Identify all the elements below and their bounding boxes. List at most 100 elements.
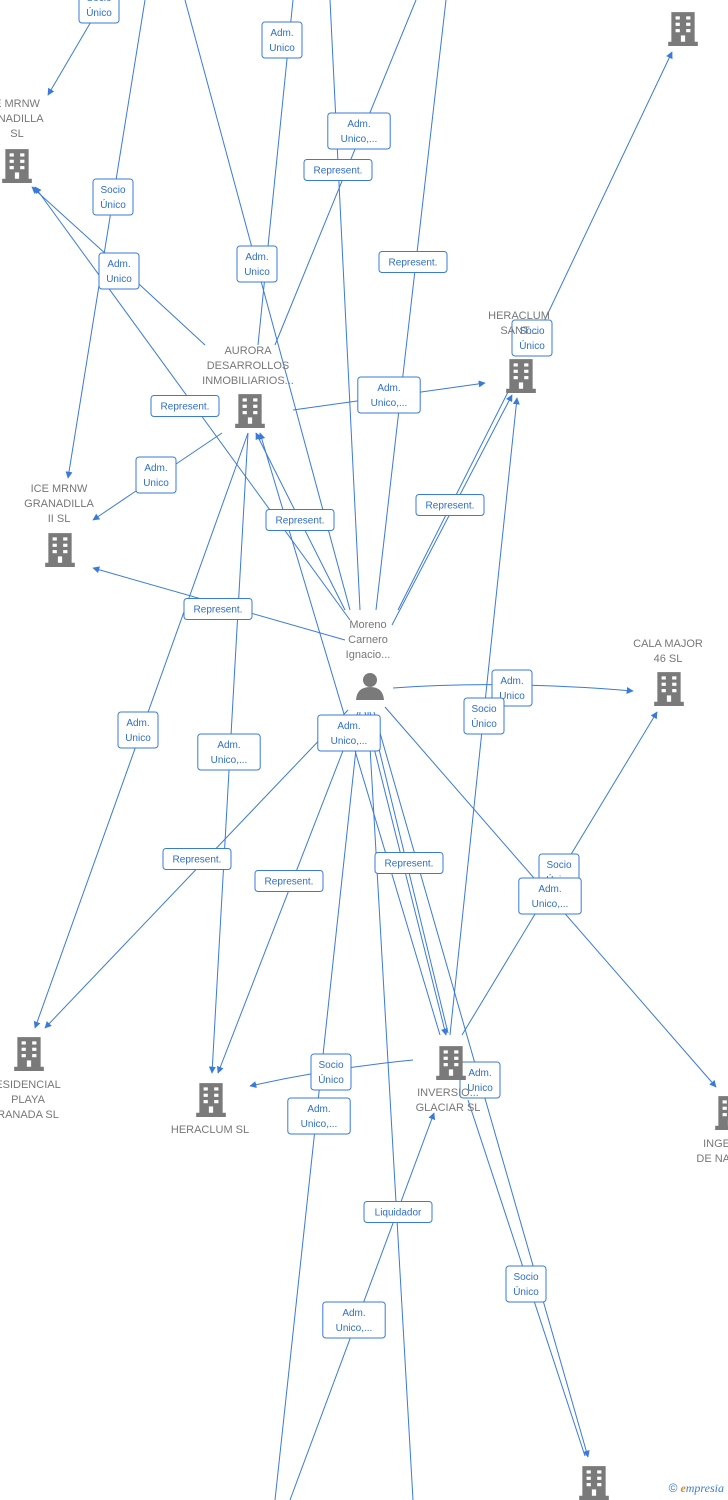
- edge-label[interactable]: Adm.Unico: [236, 245, 278, 283]
- building-icon: [668, 12, 698, 46]
- edge-label[interactable]: Represent.: [303, 159, 373, 181]
- edge-label[interactable]: Represent.: [415, 494, 485, 516]
- edge: [367, 711, 414, 1500]
- edge-label[interactable]: Represent.: [162, 848, 232, 870]
- edge-label[interactable]: Represent.: [254, 870, 324, 892]
- edge: [329, 0, 361, 611]
- edge-label-text: Adm.: [144, 463, 167, 474]
- node-ice1[interactable]: E MRNWANADILLASL: [0, 98, 44, 183]
- edge-label-text: Socio: [519, 326, 544, 337]
- edge-label-text: Único: [318, 1073, 344, 1086]
- edge-label-text: Unico,...: [371, 398, 408, 409]
- building-icon: [654, 672, 684, 706]
- node-label: SANT...: [500, 325, 537, 337]
- edge-label-text: Único: [471, 717, 497, 730]
- edge-label-text: Represent.: [426, 501, 475, 512]
- edge: [184, 0, 351, 611]
- edge-label-text: Represent.: [389, 258, 438, 269]
- edge-label[interactable]: Adm.Unico: [117, 711, 159, 749]
- building-icon: [235, 394, 265, 428]
- edge-label[interactable]: Adm.Unico,...: [197, 733, 261, 771]
- edge-label[interactable]: Adm.Unico,...: [327, 112, 391, 150]
- node-aurora[interactable]: AURORADESARROLLOSINMOBILIARIOS...: [202, 345, 294, 428]
- edge-label[interactable]: Adm.Unico: [98, 252, 140, 290]
- edge-label-text: Unico: [244, 267, 270, 278]
- edge-label[interactable]: Adm.Unico,...: [317, 714, 381, 752]
- node-label: ICE MRNW: [31, 483, 88, 495]
- node-label: DESARROLLOS: [207, 360, 290, 372]
- edge-label-text: Represent.: [194, 605, 243, 616]
- node-label: GRANADILLA: [24, 498, 94, 510]
- node-label: CALA MAJOR: [633, 638, 703, 650]
- building-icon: [715, 1096, 728, 1130]
- edge-label-text: Unico: [125, 733, 151, 744]
- edge: [31, 186, 206, 346]
- edge-label-text: Represent.: [314, 166, 363, 177]
- copyright-symbol: ©: [668, 1481, 678, 1495]
- edge-label-text: Unico,...: [301, 1119, 338, 1130]
- edge-label-text: Adm.: [377, 383, 400, 394]
- edge-label[interactable]: Adm.Unico: [135, 456, 177, 494]
- edge: [65, 0, 146, 479]
- edge-label[interactable]: Adm. Unico,...: [287, 1097, 351, 1135]
- node-label: Moreno: [349, 619, 386, 631]
- edge-label-text: Unico: [269, 43, 295, 54]
- edge-label-text: Unico,...: [341, 134, 378, 145]
- edge-label[interactable]: Adm.Unico: [491, 669, 533, 707]
- edge-label[interactable]: Adm.Unico,...: [322, 1301, 386, 1339]
- brand-e: e: [680, 1481, 686, 1495]
- node-inversiones[interactable]: INVERSIO...GLACIAR SL: [416, 1046, 481, 1114]
- edge-label[interactable]: Represent.: [265, 509, 335, 531]
- node-label: II SL: [48, 513, 71, 525]
- node-label: GLACIAR SL: [416, 1102, 481, 1114]
- edge-label-text: Adm.: [217, 740, 240, 751]
- node-heraclum[interactable]: HERACLUM SL: [171, 1083, 249, 1136]
- node-heraclum_s[interactable]: HERACLUMSANT...: [488, 310, 550, 393]
- node-ice2[interactable]: ICE MRNW GRANADILLA II SL: [24, 483, 95, 567]
- node-label: E MRNW: [0, 98, 41, 110]
- edge-label[interactable]: Liquidador: [363, 1201, 433, 1223]
- edge-label-text: Adm.: [107, 259, 130, 270]
- node-person[interactable]: MorenoCarneroIgnacio...: [346, 619, 391, 700]
- edge-label[interactable]: Represent.: [183, 598, 253, 620]
- edge-label-text: Adm.: [307, 1104, 330, 1115]
- edge-label[interactable]: Represent.: [378, 251, 448, 273]
- edge-label[interactable]: Adm.Unico,...: [518, 877, 582, 915]
- node-label: PLAYA: [11, 1094, 45, 1106]
- node-topright[interactable]: ALAMEDA ... ...: [645, 0, 721, 46]
- edge-label-text: Unico,...: [331, 736, 368, 747]
- edge: [217, 711, 359, 1074]
- node-label: INMOBILIARIOS...: [202, 375, 294, 387]
- edge-label-text: Socio: [100, 185, 125, 196]
- edge-label[interactable]: Adm. Unico,...: [357, 376, 421, 414]
- edge: [539, 51, 673, 331]
- node-bottom[interactable]: [579, 1466, 609, 1500]
- edge-label-text: Único: [513, 1285, 539, 1298]
- edge-label[interactable]: Adm.Unico: [459, 1061, 501, 1099]
- edge-label[interactable]: Represent.: [150, 395, 220, 417]
- edge: [375, 0, 447, 611]
- edge-label-text: Unico,...: [336, 1323, 373, 1334]
- person-icon: [356, 673, 384, 700]
- edge-label[interactable]: Adm.Unico: [261, 21, 303, 59]
- edge-label-text: Socio: [546, 860, 571, 871]
- edge: [47, 19, 93, 96]
- empresia-watermark[interactable]: © empresia: [669, 1481, 724, 1496]
- edge-label-text: Unico: [467, 1083, 493, 1094]
- edge-label-text: Adm.: [538, 884, 561, 895]
- node-label: SL: [10, 128, 23, 140]
- building-icon: [45, 533, 75, 567]
- edge-label[interactable]: Represent.: [374, 852, 444, 874]
- building-icon: [436, 1046, 466, 1080]
- edge-labels: SocioÚnicoAdm.UnicoAdm.Unico,...Represen…: [78, 0, 582, 1339]
